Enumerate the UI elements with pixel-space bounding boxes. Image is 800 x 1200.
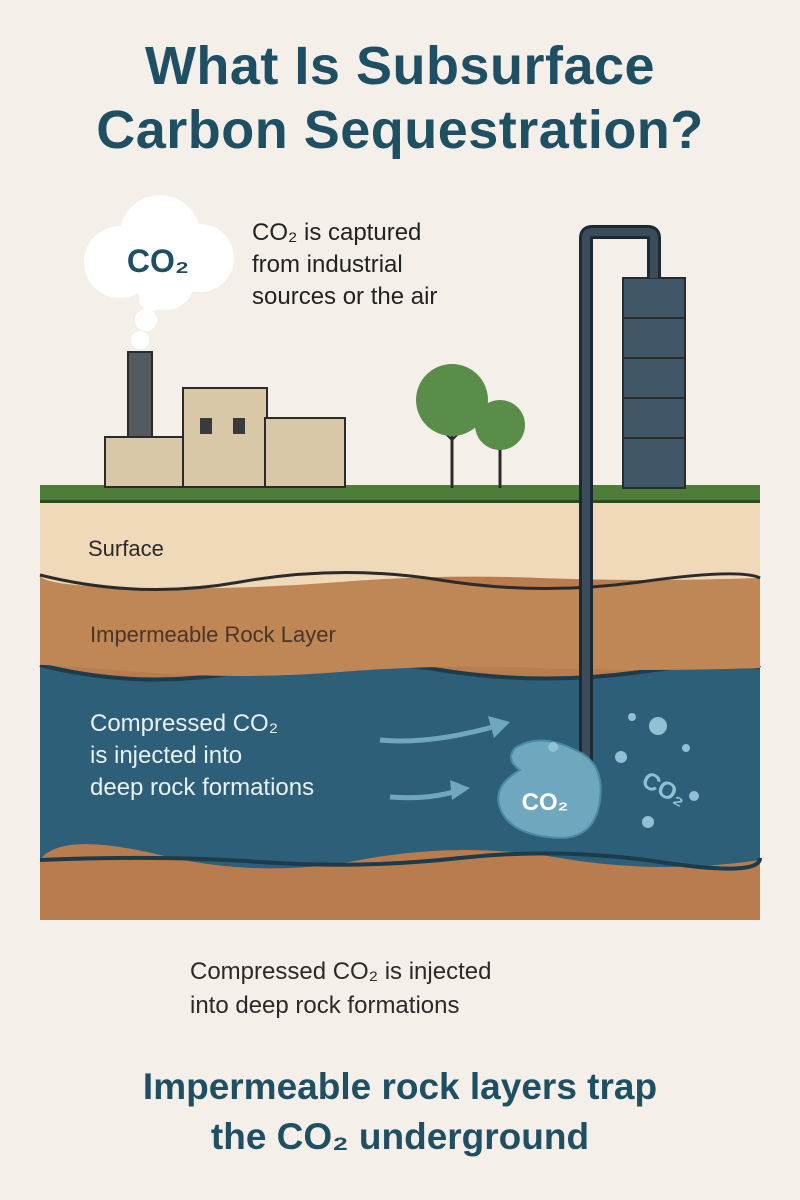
- capture-text-line-2: from industrial: [252, 251, 403, 278]
- cloud-co2-label: CO₂: [127, 243, 189, 279]
- injection-text-line-1: Compressed CO₂: [90, 710, 278, 737]
- factory-wing-left: [105, 437, 185, 487]
- caption-line-2: into deep rock formations: [190, 989, 610, 1023]
- co2-bubble: [689, 791, 699, 801]
- capture-description: CO₂ is captured from industrial sources …: [252, 219, 437, 310]
- factory-window: [200, 418, 212, 434]
- co2-bubble: [628, 713, 636, 721]
- factory-wing-right: [265, 418, 345, 487]
- smoke-puff: [131, 331, 149, 349]
- capture-text-line-1: CO₂ is captured: [252, 219, 421, 246]
- co2-bubble: [642, 816, 654, 828]
- surface-label: Surface: [88, 536, 164, 561]
- factory-window: [233, 418, 245, 434]
- co2-bubble: [548, 742, 558, 752]
- injection-text-line-3: deep rock formations: [90, 774, 314, 801]
- conclusion-line-2: the CO₂ underground: [0, 1112, 800, 1162]
- grass-edge: [40, 500, 760, 503]
- co2-bubble: [649, 717, 667, 735]
- factory-illustration: [105, 285, 345, 487]
- co2-blob-label: CO₂: [522, 789, 569, 816]
- injection-caption: Compressed CO₂ is injected into deep roc…: [190, 955, 610, 1023]
- smoke-puff: [135, 309, 157, 331]
- conclusion-heading: Impermeable rock layers trap the CO₂ und…: [0, 1062, 800, 1162]
- caption-line-1: Compressed CO₂ is injected: [190, 955, 610, 989]
- factory-main-building: [183, 388, 267, 487]
- smokestack: [128, 352, 152, 437]
- injection-tower: [623, 278, 685, 488]
- trees-illustration: [416, 364, 525, 488]
- impermeable-rock-label: Impermeable Rock Layer: [90, 622, 336, 647]
- co2-bubble: [615, 751, 627, 763]
- injection-text-line-2: is injected into: [90, 742, 242, 769]
- co2-bubble: [682, 744, 690, 752]
- tree-canopy: [475, 400, 525, 450]
- conclusion-line-1: Impermeable rock layers trap: [0, 1062, 800, 1112]
- capture-text-line-3: sources or the air: [252, 283, 437, 310]
- co2-cloud: CO₂: [84, 195, 234, 310]
